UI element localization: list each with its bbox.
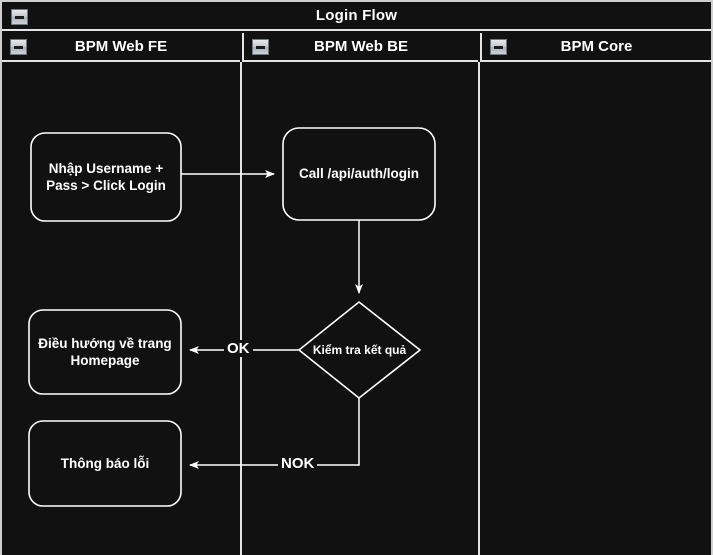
node-dieu-huong-homepage[interactable] — [28, 309, 182, 395]
minus-collapse-icon[interactable] — [490, 39, 507, 55]
flow-shapes-layer: Nhập Username + Pass > Click Login Call … — [2, 62, 711, 555]
pool-title-bar: Login Flow — [2, 2, 711, 31]
minus-glyph — [14, 45, 23, 49]
lane-label: BPM Web FE — [74, 38, 168, 55]
edge-label-ok: OK — [224, 340, 253, 357]
minus-collapse-icon[interactable] — [252, 39, 269, 55]
minus-glyph — [15, 15, 24, 19]
lane-header-bpm-web-fe: BPM Web FE — [2, 33, 240, 62]
lane-header-bpm-web-be: BPM Web BE — [242, 33, 478, 62]
minus-collapse-icon[interactable] — [10, 39, 27, 55]
node-call-api-auth-login[interactable] — [282, 127, 436, 221]
lane-divider-1 — [240, 62, 242, 555]
page-title: Login Flow — [315, 7, 398, 24]
flow-connectors-svg — [28, 127, 436, 507]
node-nhap-username[interactable] — [30, 132, 182, 222]
minus-glyph — [256, 45, 265, 49]
lane-divider-2 — [478, 62, 480, 555]
edge-label-nok: NOK — [278, 455, 318, 472]
minus-glyph — [494, 45, 503, 49]
node-kiem-tra-ket-qua[interactable] — [297, 300, 422, 400]
edge-n3-n5-nok — [189, 398, 360, 469]
node-thong-bao-loi[interactable] — [28, 420, 182, 507]
lane-label: BPM Core — [560, 38, 633, 55]
lane-header-bpm-core: BPM Core — [480, 33, 711, 62]
minus-collapse-icon[interactable] — [11, 9, 28, 25]
lane-label: BPM Web BE — [314, 38, 408, 55]
